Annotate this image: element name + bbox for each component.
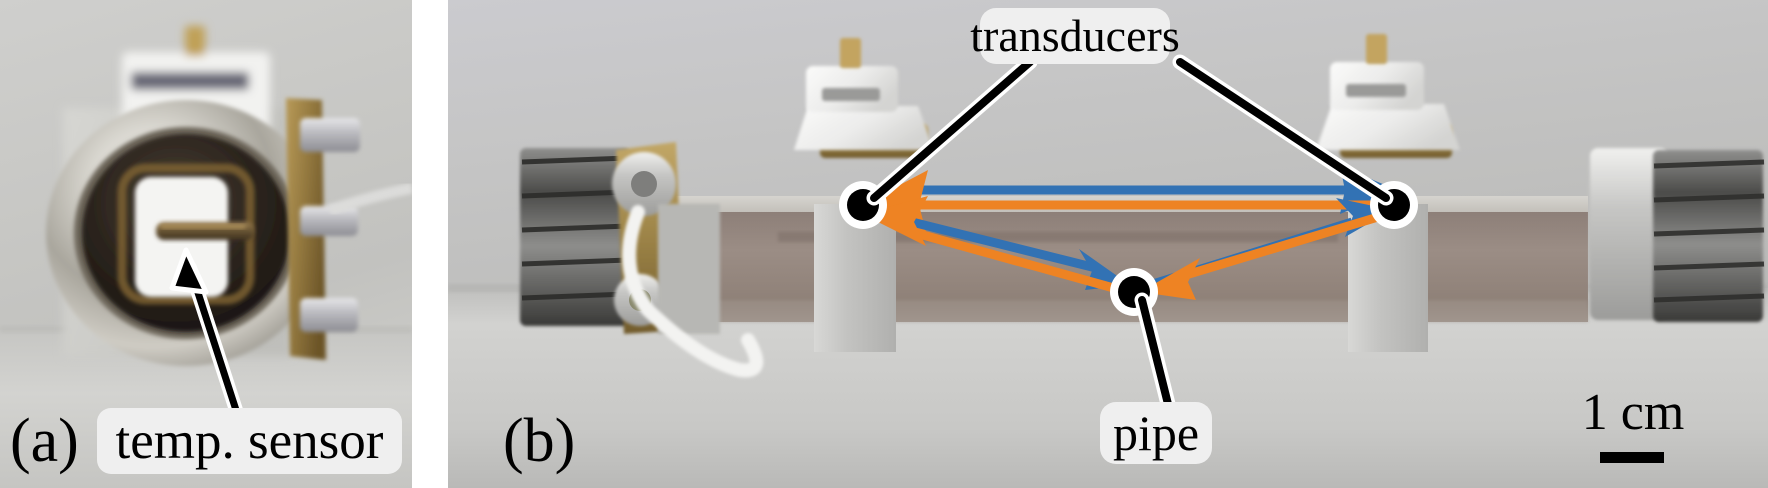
panel-a-sensor-wire — [328, 182, 412, 216]
scale-bar-rule — [1600, 452, 1664, 463]
leader-line-pipe — [1134, 292, 1176, 412]
panel-letter-b: (b) — [503, 407, 576, 475]
panel-b-left-fitting — [520, 148, 630, 326]
panel-b-left-clamp — [612, 142, 764, 378]
panel-b-right-transducer — [1316, 34, 1460, 352]
leader-line-right-transducer — [1172, 54, 1394, 206]
leader-line-left-transducer — [866, 54, 1038, 206]
scale-bar-label: 1 cm — [1581, 384, 1685, 441]
panel-b-right-fitting — [1590, 148, 1765, 322]
scale-bar: 1 cm — [1572, 384, 1702, 472]
panel-a-brass-bracket — [286, 98, 360, 360]
panel-a-leader-arrow — [169, 247, 243, 417]
panel-a-temp-sensor-probe — [156, 222, 254, 240]
panel-b-left-transducer — [794, 38, 934, 352]
transducers-label: transducers — [970, 8, 1180, 64]
panel-letter-a: (a) — [10, 407, 79, 475]
pipe-label: pipe — [1100, 402, 1212, 464]
temp-sensor-label: temp. sensor — [97, 408, 402, 474]
